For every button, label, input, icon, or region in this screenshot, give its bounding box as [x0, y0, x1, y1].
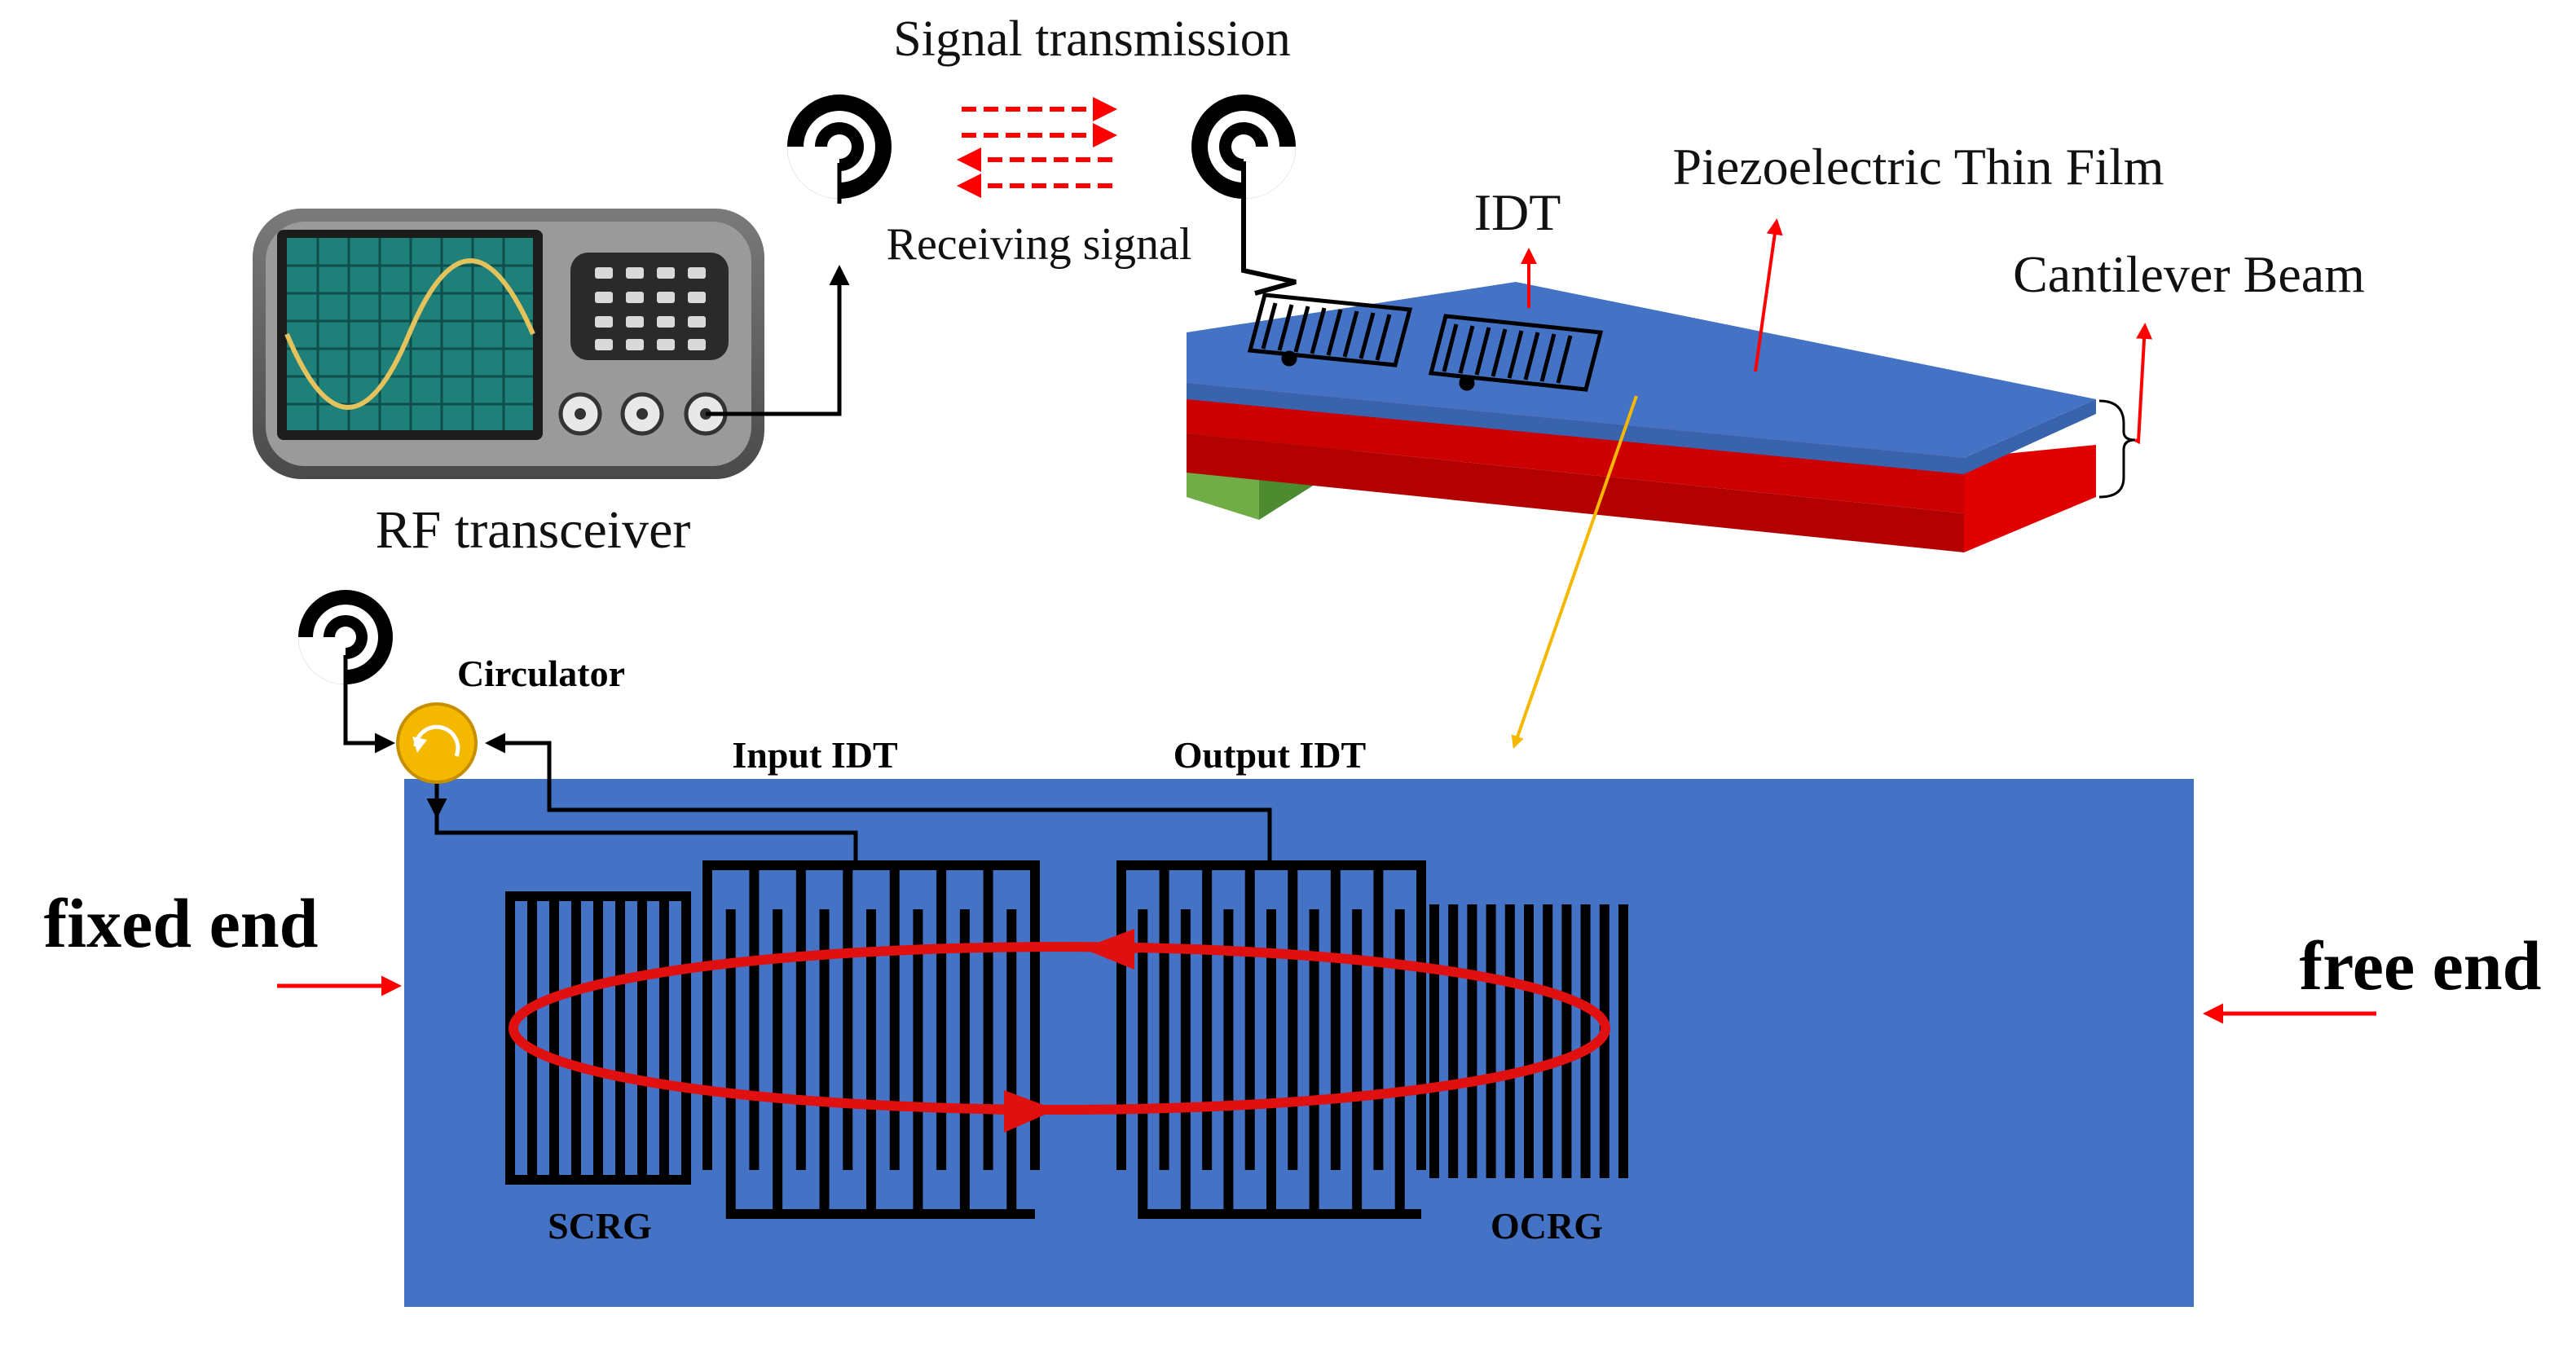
- ocrg-bar: [1504, 904, 1515, 1178]
- transmission-arrows: [957, 97, 1117, 198]
- input-idt-finger: [795, 860, 806, 1170]
- output-idt-finger: [1309, 909, 1319, 1219]
- input-idt-finger: [983, 860, 993, 1170]
- input-idt-bottom-busbar: [732, 1209, 1035, 1219]
- input-idt-finger: [959, 909, 970, 1219]
- piezo-film-label: Piezoelectric Thin Film: [1672, 138, 2164, 196]
- scrg-label: SCRG: [548, 1205, 652, 1247]
- substrate-panel: [404, 779, 2194, 1307]
- output-idt-finger: [1244, 860, 1255, 1170]
- idt-wiring: [343, 655, 1272, 862]
- output-idt-finger: [1116, 860, 1126, 1170]
- scrg-reflector: [505, 891, 691, 1185]
- output-idt-finger: [1266, 909, 1276, 1219]
- idt-label: IDT: [1474, 183, 1561, 241]
- input-idt-finger: [773, 909, 783, 1219]
- ocrg-bar: [1561, 904, 1572, 1178]
- output-idt-top-busbar: [1121, 860, 1421, 870]
- output-idt-finger: [1159, 860, 1169, 1170]
- output-idt: [1116, 860, 1426, 1219]
- scrg-finger: [571, 896, 581, 1180]
- scrg-finger: [637, 896, 647, 1180]
- ocrg-bar: [1429, 904, 1439, 1178]
- signal-transmission-label: Signal transmission: [893, 11, 1290, 67]
- beam-idt-left: [1247, 293, 1413, 367]
- antenna-icon: [298, 590, 393, 684]
- input-idt-finger: [1030, 860, 1040, 1170]
- output-idt-finger: [1223, 909, 1234, 1219]
- output-idt-finger: [1330, 860, 1341, 1170]
- output-idt-finger: [1416, 860, 1426, 1170]
- input-idt-finger: [702, 860, 712, 1170]
- output-idt-finger: [1352, 909, 1363, 1219]
- antenna-icon: [787, 95, 892, 199]
- input-idt-finger: [749, 860, 760, 1170]
- wave-ring: [509, 929, 1610, 1133]
- zoom-pointer: [1511, 395, 1638, 750]
- free-end-label: free end: [2300, 926, 2542, 1005]
- oscilloscope-icon: [253, 209, 764, 479]
- ocrg-bar: [1524, 904, 1534, 1178]
- input-idt-finger: [819, 909, 830, 1219]
- ocrg-bar: [1448, 904, 1459, 1178]
- input-idt-label: Input IDT: [732, 734, 897, 776]
- ocrg-bar: [1543, 904, 1553, 1178]
- scrg-finger: [527, 896, 537, 1180]
- output-idt-finger: [1288, 860, 1298, 1170]
- ocrg-bar: [1467, 904, 1477, 1178]
- input-idt-finger: [843, 860, 853, 1170]
- beam-idt-right: [1428, 314, 1604, 392]
- input-idt-finger: [725, 909, 736, 1219]
- scrg-finger: [593, 896, 603, 1180]
- scrg-finger: [549, 896, 559, 1180]
- fixed-end-label: fixed end: [44, 884, 319, 962]
- output-idt-finger: [1202, 860, 1213, 1170]
- ocrg-bar: [1580, 904, 1591, 1178]
- output-idt-finger: [1373, 860, 1384, 1170]
- cantilever-beam: [1187, 282, 2096, 552]
- input-idt-finger: [936, 860, 947, 1170]
- output-idt-label: Output IDT: [1174, 734, 1366, 776]
- input-idt-finger: [889, 860, 900, 1170]
- output-idt-finger: [1394, 909, 1405, 1219]
- ocrg-bar: [1486, 904, 1496, 1178]
- circulator-label: Circulator: [457, 653, 625, 694]
- input-idt-top-busbar: [707, 860, 1035, 870]
- rf-transceiver-label: RF transceiver: [376, 500, 691, 560]
- input-idt-finger: [1006, 909, 1017, 1219]
- transceiver-cable: [706, 265, 850, 416]
- scrg-finger: [659, 896, 669, 1180]
- cantilever-beam-label: Cantilever Beam: [2013, 245, 2365, 303]
- input-idt: [702, 860, 1040, 1219]
- receiving-signal-label: Receiving signal: [887, 219, 1192, 270]
- ocrg-label: OCRG: [1491, 1205, 1603, 1247]
- ocrg-bar: [1618, 904, 1628, 1178]
- ocrg-reflector: [1429, 904, 1628, 1178]
- beam-antenna-feed: [1241, 161, 1297, 296]
- scrg-finger: [615, 896, 625, 1180]
- antenna-icon: [1191, 95, 1296, 199]
- input-idt-finger: [913, 909, 923, 1219]
- circulator-icon: [396, 702, 478, 784]
- output-idt-finger: [1180, 909, 1191, 1219]
- output-idt-finger: [1138, 909, 1148, 1219]
- input-idt-finger: [866, 909, 876, 1219]
